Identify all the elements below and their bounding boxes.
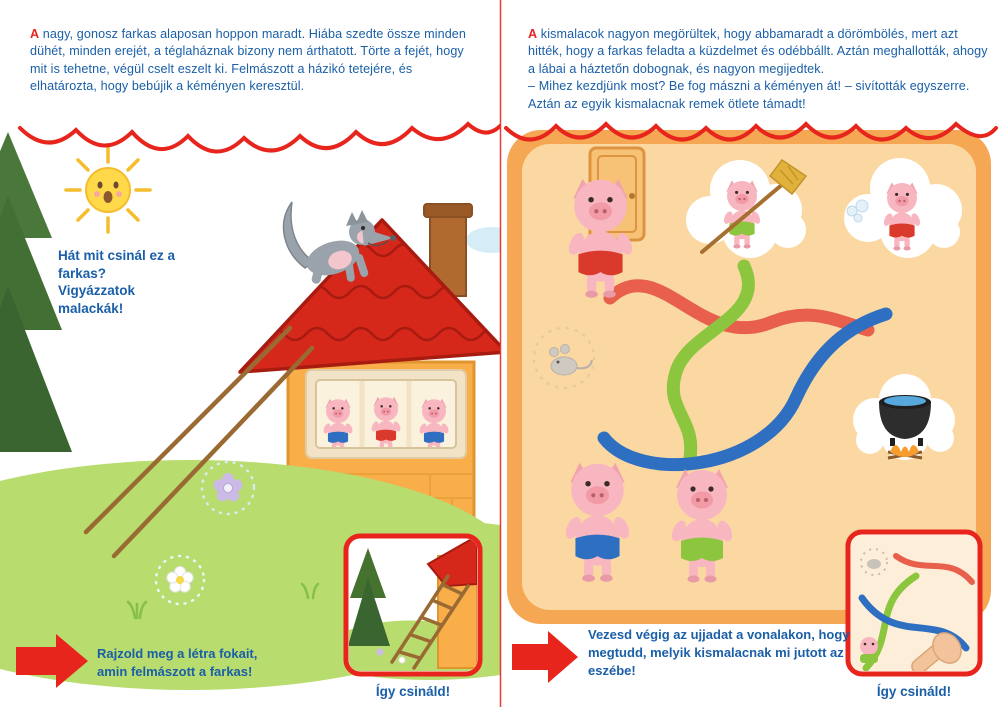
thought-bubble-broom — [686, 158, 808, 258]
cauldron-cloud — [853, 374, 955, 460]
right-arrow-icon — [512, 631, 578, 683]
right-drop-cap: A — [528, 27, 538, 41]
trace-line-green — [666, 259, 755, 465]
window — [305, 369, 467, 459]
left-wavy-divider — [18, 121, 500, 154]
left-example-caption: Így csináld! — [375, 684, 451, 699]
pine-tree — [0, 132, 72, 452]
wolf-on-roof — [282, 201, 396, 284]
grass-tuft — [126, 582, 320, 620]
left-example-box — [343, 533, 483, 677]
thought-bubble-blowing — [844, 158, 962, 258]
room-inner — [522, 144, 976, 610]
left-instruction-text: Rajzold meg a létra fokait, amin felmász… — [97, 646, 258, 680]
right-intro-text: A kismalacok nagyon megörültek, hogy abb… — [528, 27, 988, 111]
trace-lines[interactable] — [597, 259, 893, 471]
right-instruction-text: Vezesd végig az ujjadat a vonalakon, hog… — [588, 627, 850, 679]
right-example-box — [845, 529, 983, 677]
blow-puff-icon — [846, 199, 869, 223]
white-flower-icon — [166, 566, 194, 593]
cauldron-icon — [879, 395, 931, 460]
wolf-warning-text: Hát mit csinál ez a farkas? Vigyázzatok … — [58, 248, 176, 316]
trace-line-blue — [597, 307, 893, 471]
right-scene — [504, 121, 998, 683]
pointing-hand-icon — [911, 632, 962, 671]
sun-icon — [64, 146, 152, 234]
broom-icon — [700, 158, 808, 254]
example-ladder — [390, 574, 470, 670]
mini-pig — [860, 637, 878, 663]
left-scene — [0, 121, 500, 690]
flower-circles — [126, 460, 320, 620]
mouse-circle — [532, 326, 596, 390]
right-wavy-divider — [504, 121, 998, 142]
trace-line-red — [603, 279, 875, 337]
left-drop-cap: A — [30, 27, 40, 41]
right-example-caption: Így csináld! — [876, 684, 952, 699]
sky-cloud — [466, 227, 500, 253]
ladder-rails[interactable] — [83, 325, 315, 559]
purple-flower-icon — [213, 473, 243, 502]
mouse-icon — [549, 344, 593, 376]
left-arrow-icon — [16, 634, 88, 688]
left-intro-text: A nagy, gonosz farkas alaposan hoppon ma… — [30, 27, 467, 94]
